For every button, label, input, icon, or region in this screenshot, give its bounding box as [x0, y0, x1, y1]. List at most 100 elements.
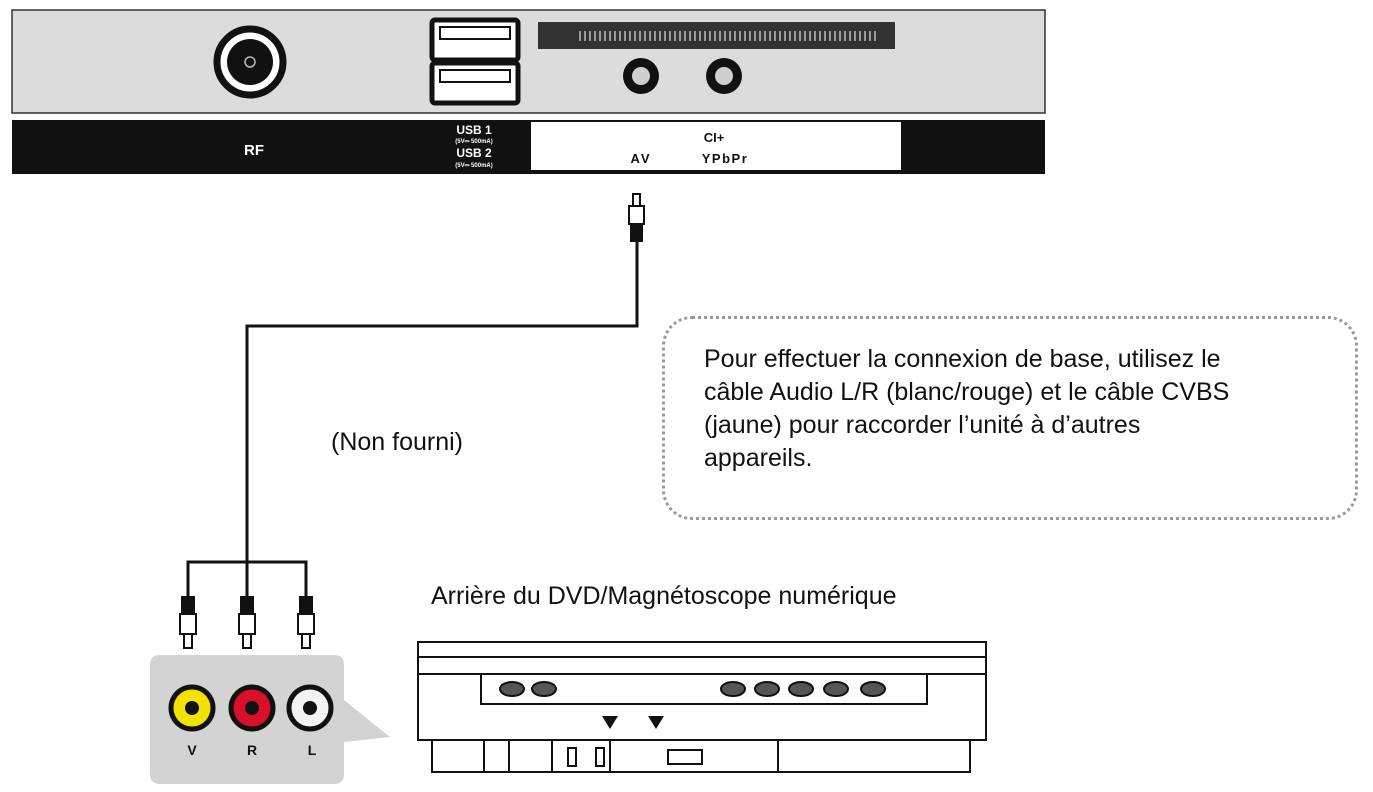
ci-contact [759, 31, 761, 41]
note-box [662, 316, 1358, 520]
dvd-port [860, 681, 886, 697]
dvd-slot-2 [595, 747, 605, 767]
jack-v [168, 684, 216, 732]
dvd-port [788, 681, 814, 697]
ci-contact [819, 31, 821, 41]
ci-contact [639, 31, 641, 41]
ci-contact [784, 31, 786, 41]
av-plug-tip [632, 193, 641, 207]
ci-contact [679, 31, 681, 41]
dvd-port [720, 681, 746, 697]
dvd-recorder-back [417, 641, 987, 773]
ci-contact [664, 31, 666, 41]
usb2-spec: (5V⎓ 500mA) [455, 163, 492, 169]
ci-contact [794, 31, 796, 41]
usb-ports [429, 17, 521, 106]
rca-plug-head [297, 613, 315, 635]
ci-contact [804, 31, 806, 41]
rca-plug-grip [181, 596, 195, 614]
dvd-slot-3 [667, 749, 703, 765]
ci-contact [729, 31, 731, 41]
ci-contact [644, 31, 646, 41]
jack-l [286, 684, 334, 732]
ci-contact [774, 31, 776, 41]
ci-contact [629, 31, 631, 41]
ci-contact [674, 31, 676, 41]
av-label: AV [630, 151, 651, 166]
ci-contact [684, 31, 686, 41]
ci-contact [624, 31, 626, 41]
ci-contact [579, 31, 581, 41]
ci-contact [844, 31, 846, 41]
device-caption: Arrière du DVD/Magnétoscope numérique [431, 582, 897, 610]
ci-contact [859, 31, 861, 41]
tv-back-panel: RF USB 1 (5V⎓ 500mA) USB 2 (5V⎓ 500mA) C… [11, 9, 1046, 174]
av-cable [245, 242, 639, 562]
note-text: Pour effectuer la connexion de base, uti… [704, 345, 1230, 472]
ypbpr-label: YPbPr [702, 151, 749, 166]
rca-plug-grip [240, 596, 254, 614]
dvd-ports [499, 681, 886, 697]
dvd-port [823, 681, 849, 697]
ci-contact [734, 31, 736, 41]
ci-contact [714, 31, 716, 41]
ci-contact [724, 31, 726, 41]
ci-contact [719, 31, 721, 41]
usb1-label: USB 1 [456, 123, 492, 137]
jack-callout: V R L [150, 655, 390, 784]
usb2-tongue [439, 69, 511, 83]
label-bar-white-section [531, 122, 901, 170]
ci-contact [769, 31, 771, 41]
av-plug-top [628, 193, 645, 242]
ci-slot-body [538, 22, 895, 49]
rf-port-inner [227, 39, 273, 85]
ypbpr-jack-hole [715, 67, 733, 85]
ci-contact [634, 31, 636, 41]
ci-contact [619, 31, 621, 41]
dvd-slot-1 [567, 747, 577, 767]
ci-label: CI+ [704, 130, 725, 145]
ci-contact [849, 31, 851, 41]
ci-slot-contacts [579, 31, 876, 41]
dvd-port [499, 681, 525, 697]
dvd-port [754, 681, 780, 697]
rf-label: RF [244, 142, 264, 159]
ci-contact [764, 31, 766, 41]
ci-contact [814, 31, 816, 41]
ci-contact [594, 31, 596, 41]
rca-plugs [179, 596, 315, 649]
ci-contact [739, 31, 741, 41]
ci-contact [824, 31, 826, 41]
ci-contact [799, 31, 801, 41]
jack-l-hole [303, 701, 317, 715]
jack-v-label: V [187, 742, 197, 758]
rca-plug-tip [242, 633, 252, 649]
ci-contact [649, 31, 651, 41]
ci-contact [779, 31, 781, 41]
dvd-arrow-2 [648, 716, 664, 729]
ci-contact [754, 31, 756, 41]
ci-contact [659, 31, 661, 41]
ci-contact [614, 31, 616, 41]
ci-contact [869, 31, 871, 41]
ci-contact [839, 31, 841, 41]
jack-r-label: R [247, 742, 257, 758]
av-plug-head [628, 205, 645, 225]
ci-slot [538, 22, 895, 49]
rf-port-pin [244, 56, 256, 68]
ci-contact [864, 31, 866, 41]
ci-contact [789, 31, 791, 41]
ci-contact [709, 31, 711, 41]
usb1-spec: (5V⎓ 500mA) [455, 139, 492, 145]
ci-contact [809, 31, 811, 41]
rca-plug-tip [183, 633, 193, 649]
jack-v-hole [185, 701, 199, 715]
ci-contact [834, 31, 836, 41]
ci-contact [584, 31, 586, 41]
dvd-port [531, 681, 557, 697]
jack-r [228, 684, 276, 732]
av-plug-grip [630, 224, 643, 242]
ci-contact [654, 31, 656, 41]
dvd-arrow-1 [602, 716, 618, 729]
